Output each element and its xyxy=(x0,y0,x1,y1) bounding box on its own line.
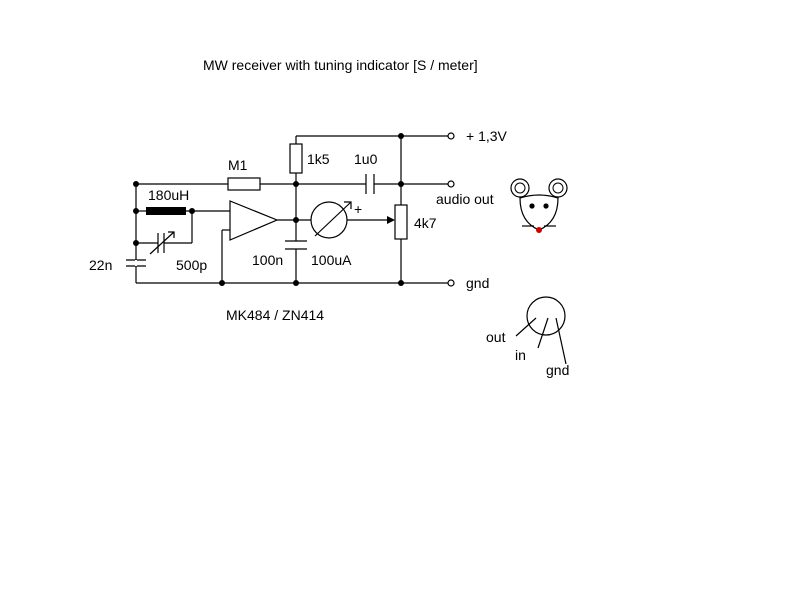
junction-dots xyxy=(133,133,404,286)
label-22n: 22n xyxy=(89,257,112,273)
variable-capacitor-500p xyxy=(149,231,175,255)
label-1k5: 1k5 xyxy=(307,151,330,167)
label-500p: 500p xyxy=(176,257,207,273)
inductor-180uh xyxy=(146,207,186,215)
ic-label: MK484 / ZN414 xyxy=(226,307,324,323)
pin-label-gnd: gnd xyxy=(546,362,569,378)
label-audio-out: audio out xyxy=(436,191,494,207)
potentiometer-4k7 xyxy=(387,204,408,240)
pin-label-in: in xyxy=(515,347,526,363)
diagram-title: MW receiver with tuning indicator [S / m… xyxy=(203,57,478,73)
meter-polarity-mark: + xyxy=(354,201,362,217)
label-4k7: 4k7 xyxy=(414,215,437,231)
terminal-audio-out xyxy=(447,180,455,188)
pin-label-out: out xyxy=(486,329,506,345)
mouse-icon xyxy=(510,178,568,233)
terminal-supply xyxy=(447,132,455,140)
meter-100ua xyxy=(310,201,352,239)
pinout-diagram xyxy=(515,296,567,365)
label-180uh: 180uH xyxy=(148,187,189,203)
capacitor-1u0 xyxy=(365,174,375,194)
label-1u0: 1u0 xyxy=(354,151,378,167)
resistor-1k5 xyxy=(289,143,303,174)
label-100n: 100n xyxy=(252,252,283,268)
capacitor-22n xyxy=(126,259,146,267)
label-gnd: gnd xyxy=(466,275,489,291)
label-100ua: 100uA xyxy=(311,252,352,268)
resistor-m1 xyxy=(227,177,261,191)
terminal-gnd xyxy=(447,279,455,287)
capacitor-100n xyxy=(285,240,307,250)
label-m1: M1 xyxy=(228,157,248,173)
ic-amplifier xyxy=(229,200,279,241)
label-supply: + 1,3V xyxy=(466,128,508,144)
